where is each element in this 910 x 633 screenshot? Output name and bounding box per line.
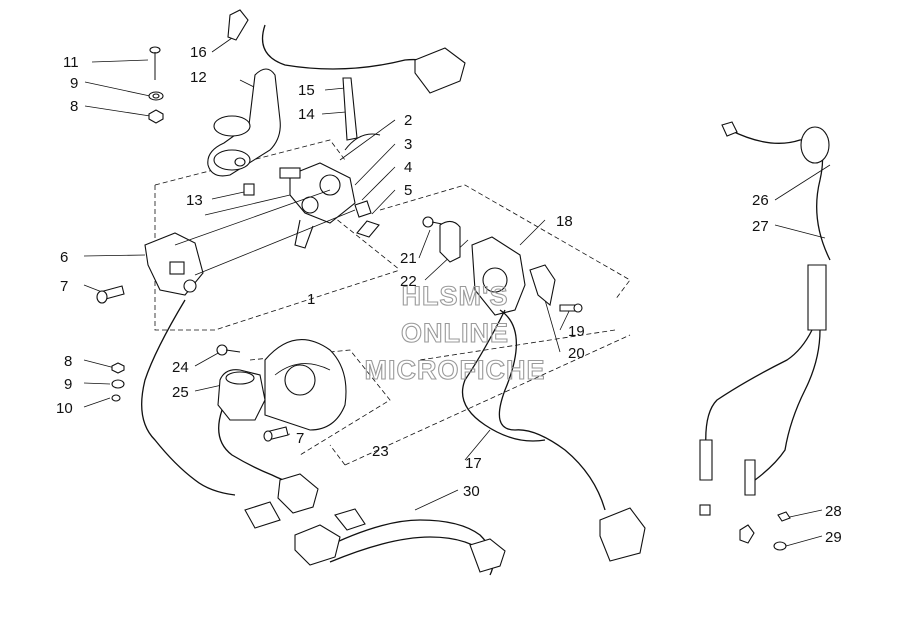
housing-23	[264, 339, 347, 431]
callout-26: 26	[752, 192, 769, 209]
callout-15: 15	[298, 82, 315, 99]
callout-5: 5	[404, 182, 412, 199]
callout-12: 12	[190, 69, 207, 86]
callout-29: 29	[825, 529, 842, 546]
pin-5	[356, 220, 380, 238]
callout-8-top: 8	[70, 98, 78, 115]
assembly-boundaries	[154, 139, 631, 466]
screw-19	[559, 303, 583, 313]
wire-switch-6	[141, 299, 281, 529]
callout-7-left: 7	[60, 278, 68, 295]
callout-25: 25	[172, 384, 189, 401]
watermark-line-3: MICROFICHE	[365, 355, 546, 385]
screw-21	[422, 216, 443, 228]
callout-14: 14	[298, 106, 315, 123]
callout-10: 10	[56, 400, 73, 417]
clip-14	[342, 77, 358, 141]
spring-2	[344, 133, 381, 151]
callout-3: 3	[404, 136, 412, 153]
washer-9-top	[148, 91, 164, 101]
callout-labels: 11 9 8 16 12 15 14 2 3 4 5 13 18 6 7 21 …	[56, 44, 842, 546]
wire-switch-25	[218, 409, 319, 514]
screw-24	[216, 344, 241, 356]
cable-26-27	[699, 121, 831, 516]
watermark-line-1: HLSM'S	[402, 281, 509, 311]
lever-20	[529, 264, 556, 307]
callout-21: 21	[400, 250, 417, 267]
switch-25	[217, 369, 266, 421]
washers-8-9-10-lower	[111, 362, 125, 402]
callout-6: 6	[60, 249, 68, 266]
harness-30	[294, 508, 506, 576]
switch-housing-6	[144, 232, 204, 296]
callout-19: 19	[568, 323, 585, 340]
callout-2: 2	[404, 112, 412, 129]
screw-7-center	[263, 426, 289, 442]
assembly-alignment-lines	[174, 189, 356, 276]
callout-20: 20	[568, 345, 585, 362]
wire-17	[461, 309, 646, 562]
block-13	[243, 183, 255, 196]
callout-9-lower: 9	[64, 376, 72, 393]
leader-lines	[83, 37, 831, 547]
callout-17: 17	[465, 455, 482, 472]
nut-8-top	[148, 109, 164, 124]
throttle-lever-12	[207, 68, 281, 177]
rivet-11	[149, 46, 161, 80]
callout-24: 24	[172, 359, 189, 376]
screw-7-left	[96, 285, 125, 304]
switch-22	[471, 236, 526, 316]
callout-11: 11	[63, 54, 79, 71]
callout-27: 27	[752, 218, 769, 235]
callout-7-center: 7	[296, 430, 304, 447]
bracket-21	[439, 220, 461, 263]
watermark-line-2: ONLINE	[401, 318, 509, 348]
callout-22: 22	[400, 273, 417, 290]
callout-18: 18	[556, 213, 573, 230]
callout-8-lower: 8	[64, 353, 72, 370]
callout-28: 28	[825, 503, 842, 520]
callout-9-top: 9	[70, 75, 78, 92]
callout-23: 23	[372, 443, 389, 460]
wiring-harness-15	[227, 9, 466, 94]
callout-1: 1	[307, 291, 315, 308]
clip-28-29	[739, 511, 791, 551]
callout-16: 16	[190, 44, 207, 61]
callout-30: 30	[463, 483, 480, 500]
callout-13: 13	[186, 192, 203, 209]
callout-4: 4	[404, 159, 412, 176]
watermark: HLSM'S ONLINE MICROFICHE	[364, 280, 546, 385]
